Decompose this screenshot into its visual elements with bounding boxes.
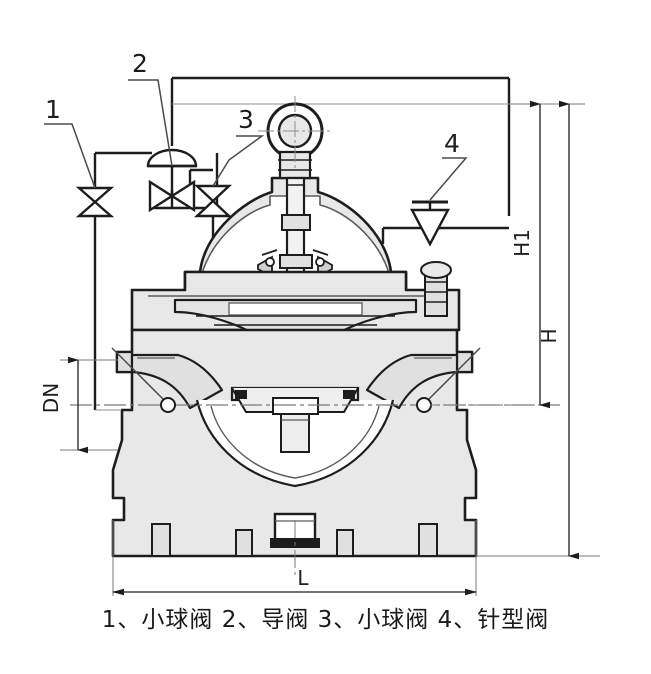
rib-right <box>418 523 438 557</box>
seat-hub <box>272 397 319 415</box>
valve-2-dome-cap <box>146 148 198 168</box>
callout-label-3: 3 <box>238 105 254 134</box>
leader-node-right <box>416 397 432 413</box>
lower-body-ribs <box>151 523 438 557</box>
leader-4 <box>429 157 468 201</box>
leader-1 <box>44 123 96 189</box>
valve-1-small-ball-valve <box>75 186 115 218</box>
valve-seat-disc <box>230 386 360 453</box>
rib-left <box>151 523 171 557</box>
leader-internal-right <box>423 347 481 405</box>
seat-bowl-inner <box>210 405 380 479</box>
callout-labels: 1 2 3 4 <box>45 49 460 158</box>
dimension-label-DN: DN <box>39 383 63 413</box>
right-outlet-throat <box>365 353 459 410</box>
seat-bolt-right <box>343 390 355 399</box>
seat-bolt-left <box>235 390 247 399</box>
callout-leaders <box>44 79 481 413</box>
lifting-eye-bolt <box>258 96 332 180</box>
thin-guide-lines <box>95 103 520 411</box>
dimension-L: L <box>112 520 477 596</box>
detail-circle-r <box>315 257 325 267</box>
leader-2 <box>128 79 173 167</box>
dimension-label-H: H <box>537 328 561 343</box>
callout-label-2: 2 <box>132 49 148 78</box>
valve-2-right-triangle <box>169 179 196 213</box>
leader-node-left <box>160 397 176 413</box>
horizontal-centerline <box>70 404 560 575</box>
callout-label-4: 4 <box>444 129 460 158</box>
valve-1-bowtie-symbol <box>75 186 115 218</box>
detail-circle-l <box>265 257 275 267</box>
diaphragm-core <box>228 302 363 316</box>
rib-center-right <box>336 529 354 557</box>
callout-label-1: 1 <box>45 95 61 124</box>
dimension-label-H1: H1 <box>510 229 534 257</box>
stem-nut-mid <box>279 254 313 269</box>
stem-nut-upper <box>281 214 311 231</box>
valve-3-small-ball-valve <box>193 184 233 218</box>
leader-3 <box>212 135 265 187</box>
bolt-head <box>420 261 452 279</box>
detail-line-r1 <box>312 249 329 256</box>
dimension-H: H <box>476 100 600 560</box>
detail-line-l1 <box>261 249 278 256</box>
rib-center-left <box>235 529 253 557</box>
valve-2-left-triangle <box>148 179 175 213</box>
flange-bolt-detail <box>420 261 452 317</box>
dimension-H1: H1 <box>430 100 585 409</box>
dimension-DN: DN <box>39 356 118 454</box>
valve-4-triangle <box>410 208 450 247</box>
leader-internal-left <box>111 347 169 405</box>
valve-4-needle-valve <box>410 200 450 247</box>
left-inlet-throat <box>130 353 224 410</box>
dimension-label-L: L <box>297 566 309 590</box>
diagram-caption: 1、小球阀 2、导阀 3、小球阀 4、针型阀 <box>101 607 550 633</box>
valve-3-bowtie-symbol <box>193 184 233 218</box>
